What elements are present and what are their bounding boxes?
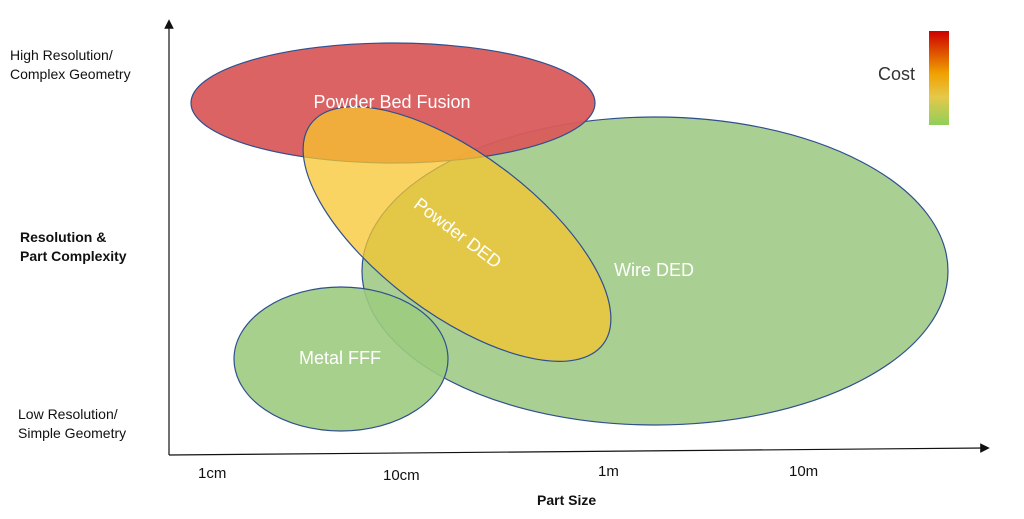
cost-gradient-bar [929, 31, 949, 125]
x-tick-1m: 1m [598, 463, 619, 480]
y-axis-bottom-label: Low Resolution/ Simple Geometry [18, 406, 127, 441]
region-label-wire-ded: Wire DED [614, 260, 694, 280]
cost-legend-label: Cost [878, 64, 916, 84]
x-axis-line [168, 443, 990, 456]
x-tick-10m: 10m [789, 463, 819, 480]
region-label-powder-bed-fusion: Powder Bed Fusion [313, 92, 470, 112]
y-axis-top-label: High Resolution/ Complex Geometry [10, 47, 131, 82]
x-tick-10cm: 10cm [383, 467, 420, 484]
x-axis-title: Part Size [537, 492, 597, 508]
y-axis-title: Resolution & Part Complexity [20, 229, 127, 264]
x-tick-1cm: 1cm [198, 465, 227, 482]
region-metal-fff [233, 286, 449, 432]
region-powder-ded [302, 106, 612, 362]
region-label-metal-fff: Metal FFF [299, 348, 381, 368]
